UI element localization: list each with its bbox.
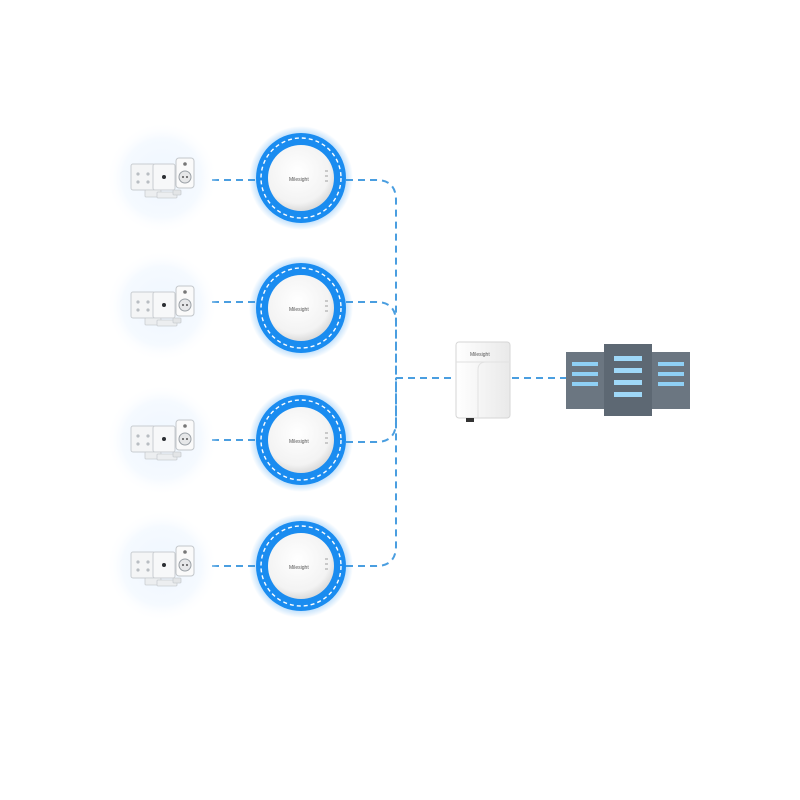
sensor-group-1: [106, 122, 218, 234]
connection-lines: [212, 179, 566, 567]
node-link-4: [346, 378, 397, 567]
node-link-3: [346, 378, 397, 443]
gateway-icon: [455, 341, 511, 419]
node-brand-label: Milesight: [289, 177, 309, 183]
gateway-brand-label: Milesight: [470, 352, 490, 358]
milesight-controller-icon: [268, 533, 334, 599]
sensor-group-2: [106, 250, 218, 362]
controller-node-3: Milesight: [249, 388, 353, 492]
milesight-controller-icon: [268, 407, 334, 473]
gateway: Milesight: [455, 341, 511, 422]
controller-node-4: Milesight: [249, 514, 353, 618]
node-link-1: [346, 179, 397, 378]
node-brand-label: Milesight: [289, 439, 309, 445]
server-rack-icon: [566, 344, 690, 416]
node-link-2: [346, 301, 397, 378]
milesight-controller-icon: [268, 275, 334, 341]
milesight-controller-icon: [268, 145, 334, 211]
controller-node-2: Milesight: [249, 256, 353, 360]
node-brand-label: Milesight: [289, 307, 309, 313]
sensor-group-3: [106, 384, 218, 496]
node-brand-label: Milesight: [289, 565, 309, 571]
sensor-group-4: [106, 510, 218, 622]
controller-node-1: Milesight: [249, 126, 353, 230]
